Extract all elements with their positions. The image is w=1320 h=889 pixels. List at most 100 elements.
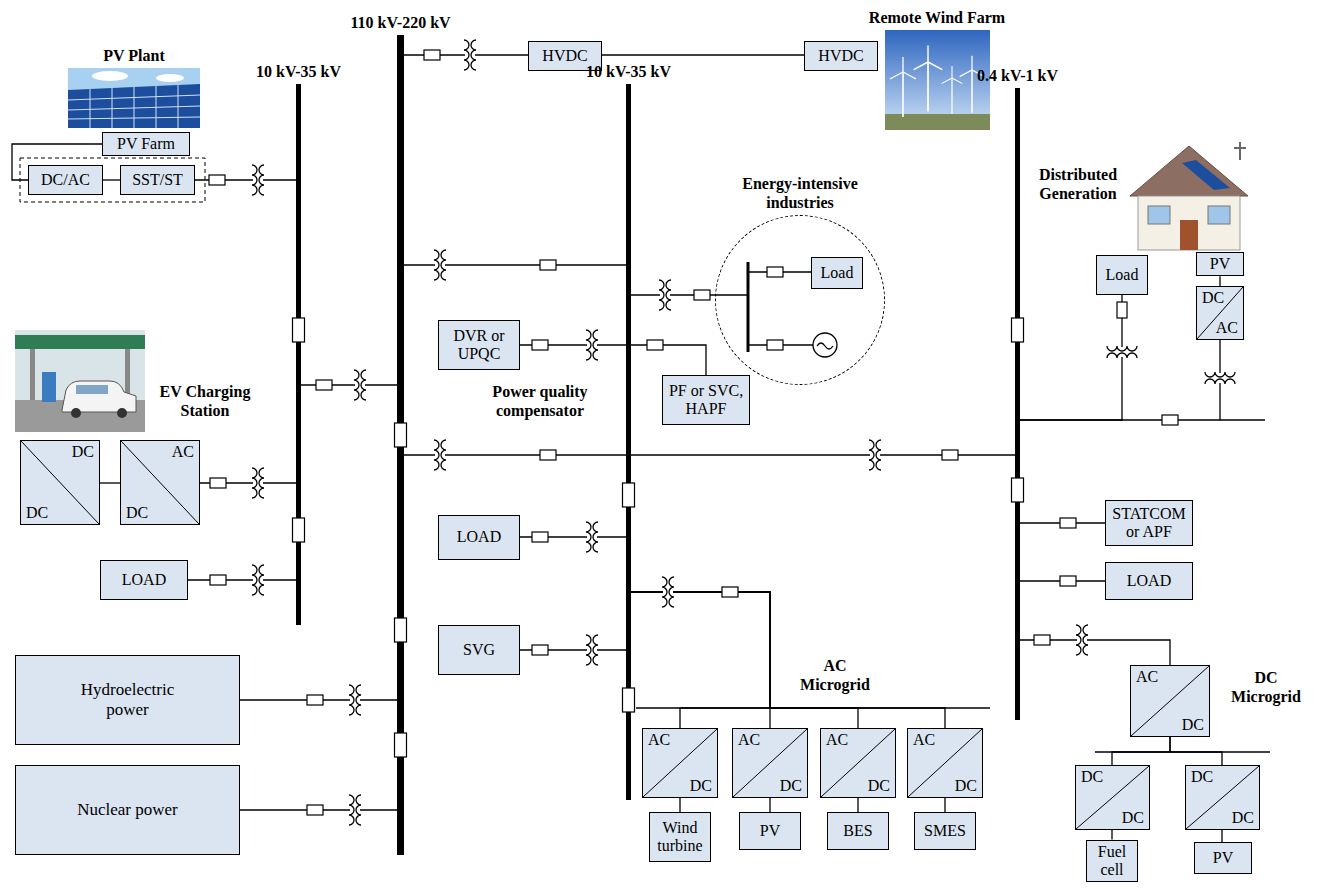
breaker-symbol <box>1060 518 1076 528</box>
feeder-extension <box>1220 419 1265 420</box>
converter-diagonal-line <box>1131 666 1209 736</box>
converter-port-label: DC <box>1182 717 1204 733</box>
box-label: PV <box>1210 255 1230 273</box>
equipment-box: SVG <box>438 625 520 675</box>
converter-box: AC DC <box>732 728 808 798</box>
breaker-symbol <box>316 380 332 390</box>
box-label: PV Farm <box>117 135 175 153</box>
breaker-symbol <box>1117 302 1127 318</box>
equipment-box: PV <box>739 812 801 850</box>
breaker-symbol <box>210 575 226 585</box>
connector-line <box>944 798 945 812</box>
solar-panels <box>68 84 200 128</box>
equipment-box: LOAD <box>438 515 520 560</box>
breaker-symbol <box>307 805 323 815</box>
connector-line <box>1111 830 1112 840</box>
bus-breakers <box>397 35 404 855</box>
equipment-box: SMES <box>914 812 976 850</box>
roof-cross <box>1239 142 1241 160</box>
bus-voltage-label: 0.4 kV-1 kV <box>977 66 1058 85</box>
box-label: HVDC <box>818 47 863 65</box>
connector-line <box>679 798 680 812</box>
converter-port-label: AC <box>738 732 760 748</box>
connector-line <box>602 54 804 55</box>
equipment-box: Load <box>811 257 863 289</box>
converter-box: ACDC <box>820 728 896 798</box>
transformer-symbol <box>252 467 264 499</box>
converter-port-label: DC <box>126 505 148 521</box>
transformer-symbol <box>434 249 446 281</box>
box-label: PF or SVC, HAPF <box>667 382 745 419</box>
box-label: DC/AC <box>41 171 90 189</box>
transformer-symbol <box>586 329 598 361</box>
box-label: STATCOM or APF <box>1110 505 1188 542</box>
connector-line <box>1020 340 1220 420</box>
converter-box: DCDC <box>1185 765 1260 830</box>
equipment-box: PV <box>1196 252 1244 276</box>
converter-port-label: DC <box>1122 810 1144 826</box>
connector-line <box>301 384 397 385</box>
breaker-symbol <box>307 695 323 705</box>
converter-port-label: AC <box>648 732 670 748</box>
transformer-symbol <box>662 576 674 608</box>
transformer-symbol <box>354 369 366 401</box>
converter-port-label: AC <box>826 732 848 748</box>
generator-tilde <box>817 343 833 349</box>
converter-port-label: DC <box>780 778 802 794</box>
industry-bus <box>747 262 750 352</box>
diagram-label: Remote Wind Farm <box>837 8 1037 27</box>
box-label: PV <box>760 822 780 840</box>
converter-diagonal-line <box>1197 287 1243 339</box>
connector-line <box>1170 737 1222 765</box>
wind-turbine-icon <box>914 46 943 112</box>
connector-line <box>103 179 120 180</box>
dashed-group-outline <box>20 158 205 202</box>
charger <box>42 372 56 402</box>
wheel <box>71 408 81 418</box>
wind-turbine-icon <box>960 56 985 113</box>
diagram-label: Distributed Generation <box>1028 165 1128 203</box>
breaker-symbol <box>722 587 738 597</box>
wind-turbine-icon <box>890 57 916 117</box>
cloud <box>92 71 128 81</box>
busbar: 10 kV-35 kV <box>296 84 301 625</box>
connector-line <box>1219 276 1220 286</box>
connector-line <box>631 272 811 295</box>
breaker-symbol <box>395 733 407 757</box>
converter-diagonal-line <box>1076 766 1149 829</box>
connector-line <box>188 579 296 580</box>
breaker-symbol <box>1162 415 1178 425</box>
box-label: SST/ST <box>132 171 183 189</box>
wind-turbine-icon <box>942 66 963 114</box>
car-window <box>76 385 108 394</box>
ground <box>885 114 990 130</box>
equipment-box: SST/ST <box>120 165 195 195</box>
box-label: Load <box>1106 266 1139 284</box>
box-label: BES <box>843 822 872 840</box>
equipment-box: PF or SVC, HAPF <box>662 375 750 425</box>
equipment-box: LOAD <box>1105 562 1193 600</box>
diagram-label: EV Charging Station <box>150 382 260 420</box>
connector-line <box>769 798 770 812</box>
converter-box: DCDC <box>1075 765 1150 830</box>
equipment-box: Load <box>1096 255 1148 295</box>
breaker-symbol <box>540 450 556 460</box>
breaker-symbol <box>942 450 958 460</box>
roof-cross <box>1234 147 1246 149</box>
window <box>1208 206 1230 224</box>
transformer-symbol <box>434 439 446 471</box>
box-label: Wind turbine <box>654 819 706 856</box>
breaker-symbol <box>1034 635 1050 645</box>
converter-port-label: AC <box>1136 669 1158 685</box>
breaker-symbol <box>623 688 635 712</box>
transformer-symbol <box>1106 346 1138 358</box>
breaker-symbol <box>210 478 226 488</box>
window <box>1148 206 1170 224</box>
equipment-box: DC/AC <box>28 165 103 195</box>
roof-solar-panel <box>1182 160 1230 190</box>
house-illustration <box>1130 142 1248 250</box>
box-label: Nuclear power <box>77 800 178 820</box>
box-label: Load <box>821 264 854 282</box>
